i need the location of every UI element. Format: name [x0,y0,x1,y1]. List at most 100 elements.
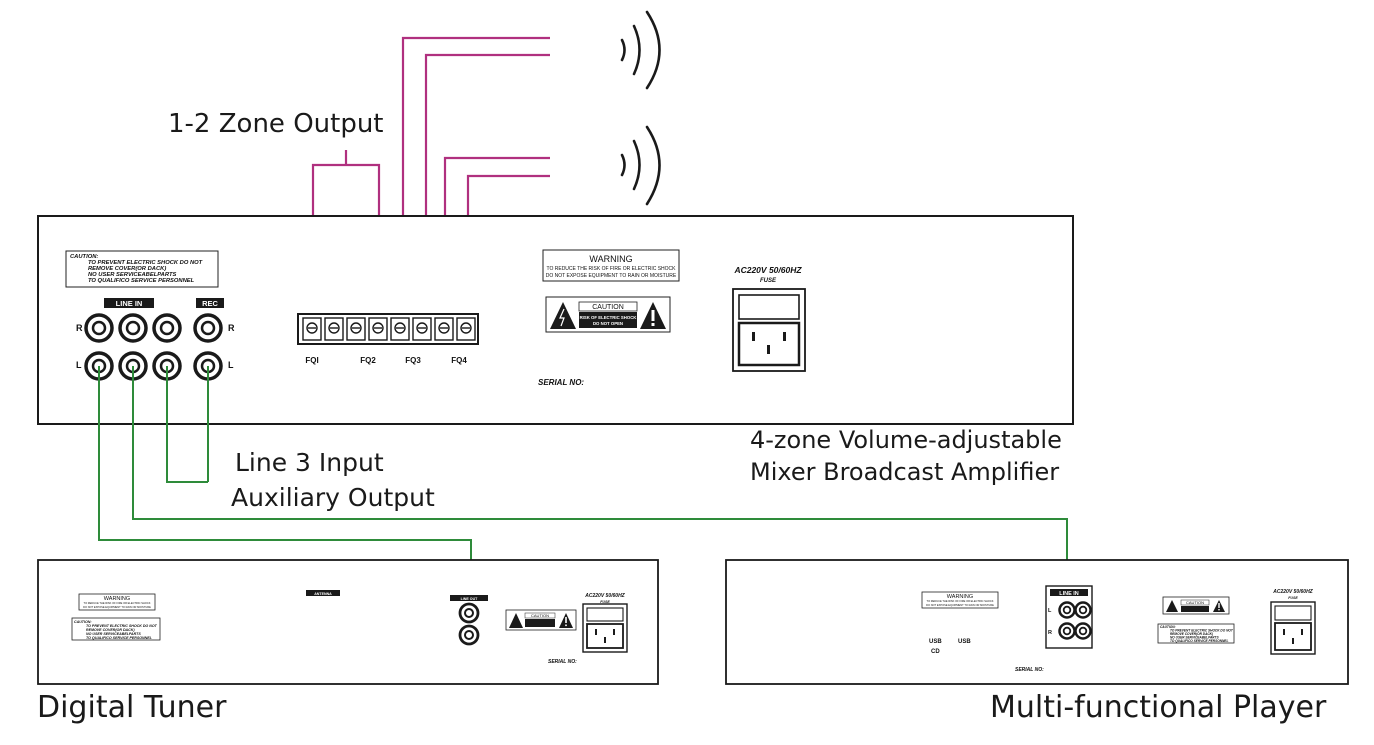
amp-title-line2: Mixer Broadcast Amplifier [750,458,1059,486]
tuner-serial-label: SERIAL NO: [548,659,577,665]
player-line-in-label: LINE IN [1059,591,1079,597]
terminal-screw[interactable] [368,317,388,341]
tuner-caution-line: NO USER SERVICEABELPARTS [86,632,141,636]
amp-power-socket[interactable] [732,288,806,372]
tuner-warning-line: DO NOT EXPOSE EQUIPMENT TO RAIN OR MOIST… [83,605,151,609]
amp-caution-box: CAUTION: TO PREVENT ELECTRIC SHOCK DO NO… [65,250,219,288]
player-caution-line: TO QUALIFICO SERVICE PERSONNEL [1170,639,1228,643]
player-caution-line: TO PREVENT ELECTRIC SHOCK DO NOT [1170,629,1234,633]
tuner-caution-badge-title: CAUTION [531,613,549,618]
amp-l-label-left: L [76,360,82,370]
player-caution-box: CAUTION: TO PREVENT ELECTRIC SHOCK DO NO… [1157,623,1235,644]
terminal-label-fq3: FQ3 [405,356,421,365]
terminal-screw[interactable] [324,317,344,341]
rca-jack[interactable] [1058,601,1076,619]
player-caution-badge: CAUTION [1162,596,1230,615]
player-caution-line: CAUTION: [1160,625,1176,629]
iec-inlet[interactable] [737,321,801,367]
amp-caution-line: CAUTION: [70,254,98,260]
rca-jack[interactable] [458,624,480,646]
usb-label-2: USB [958,639,971,645]
amp-caution-badge-title: CAUTION [592,304,624,311]
wire-line3-input [166,366,208,483]
player-warning-title: WARNING [947,594,973,600]
speaker-icon [620,125,661,206]
player-warning-box: WARNING TO REDUCE THE RISK OF FIRE OR EL… [921,591,999,609]
rca-jack[interactable] [1074,601,1092,619]
terminal-label-fq2: FQ2 [360,356,376,365]
aux-output-caption: Auxiliary Output [231,483,435,512]
amp-caution-line: TO PREVENT ELECTRIC SHOCK DO NOT [88,260,203,266]
tuner-warning-line: TO REDUCE THE RISK OF FIRE OR ELECTRIC S… [84,601,151,605]
iec-inlet[interactable] [1274,622,1312,651]
rca-jack[interactable] [1074,622,1092,640]
fuse-holder[interactable] [586,607,624,622]
amp-caution-line: REMOVE COVER(OR DACK) [88,266,166,272]
rec-header: REC [196,298,224,308]
rec-label: REC [202,299,218,308]
player-fuse-label: FUSE [1288,596,1298,600]
amp-caution-line: NO USER SERVICEABELPARTS [88,272,176,278]
rca-jack[interactable] [152,313,182,343]
amp-title-line1: 4-zone Volume-adjustable [750,426,1062,454]
player-l-label: L [1048,608,1052,614]
amp-power-label: AC220V 50/60HZ [733,265,802,275]
usb-label-1: USB [929,639,942,645]
player-serial-label: SERIAL NO: [1015,667,1044,673]
tuner-caution-line: CAUTION: [74,620,92,624]
tuner-power-socket[interactable] [582,603,628,653]
terminal-screw[interactable] [390,317,410,341]
terminal-screw[interactable] [346,317,366,341]
speaker-terminal-block: FQI FQ2 FQ3 FQ4 [297,313,479,365]
terminal-screw[interactable] [412,317,432,341]
rca-jack[interactable] [118,313,148,343]
cd-label: CD [931,649,940,655]
rca-jack[interactable] [458,602,480,624]
tuner-caption: Digital Tuner [37,690,227,725]
player-caption: Multi-functional Player [990,690,1327,725]
terminal-screw[interactable] [456,317,476,341]
amp-caution-badge: CAUTION RISK OF ELECTRIC SHOCK DO NOT OP… [545,296,671,333]
line-out-label: LINE OUT [461,597,479,601]
amp-r-label-left: R [76,323,83,333]
fuse-holder[interactable] [738,294,800,320]
shock-warning-icon [550,302,576,329]
player-warning-line: DO NOT EXPOSE EQUIPMENT TO RAIN OR MOIST… [926,603,994,607]
player-warning-line: TO REDUCE THE RISK OF FIRE OR ELECTRIC S… [927,599,994,603]
antenna-label: ANTENNA [314,592,332,596]
player-caution-line: NO USER SERVICEABELPARTS [1170,636,1219,640]
tuner-line-out-label: LINE OUT [450,595,488,601]
player-line-in-group: LINE IN L R [1045,585,1093,649]
rca-jack[interactable] [193,313,223,343]
tuner-warning-title: WARNING [104,596,130,602]
line-in-header: LINE IN [104,298,154,308]
tuner-caution-line: TO PREVENT ELECTRIC SHOCK DO NOT [86,624,158,628]
player-power-label: AC220V 50/60HZ [1272,589,1313,595]
amp-warning-line: TO REDUCE THE RISK OF FIRE OR ELECTRIC S… [547,266,677,272]
amp-warning-line: DO NOT EXPOSE EQUIPMENT TO RAIN OR MOIST… [546,273,677,279]
tuner-caution-line: REMOVE COVER(OR DACK) [86,628,135,632]
amp-warning-title: WARNING [589,254,632,264]
fuse-holder[interactable] [1274,605,1312,621]
amp-fuse-label: FUSE [760,278,777,284]
shock-warning-icon [509,613,523,628]
terminal-label-fq1: FQI [305,356,318,365]
tuner-rca-jacks [458,602,480,646]
line-in-label: LINE IN [116,299,143,308]
player-panel [725,559,1349,685]
tuner-antenna-label: ANTENNA [306,590,340,596]
rca-jack[interactable] [84,313,114,343]
player-r-label: R [1048,630,1052,636]
terminal-screw[interactable] [434,317,454,341]
amp-serial-label: SERIAL NO: [538,378,584,387]
amp-warning-box: WARNING TO REDUCE THE RISK OF FIRE OR EL… [542,249,680,282]
tuner-warning-box: WARNING TO REDUCE THE RISK OF FIRE OR EL… [78,593,156,611]
rca-jack[interactable] [1058,622,1076,640]
terminal-label-fq4: FQ4 [451,356,467,365]
terminal-screw[interactable] [302,317,322,341]
iec-inlet[interactable] [586,623,624,649]
player-power-socket[interactable] [1270,601,1316,655]
line3-input-caption: Line 3 Input [235,448,384,477]
amp-caution-badge-line: DO NOT OPEN [593,321,623,326]
